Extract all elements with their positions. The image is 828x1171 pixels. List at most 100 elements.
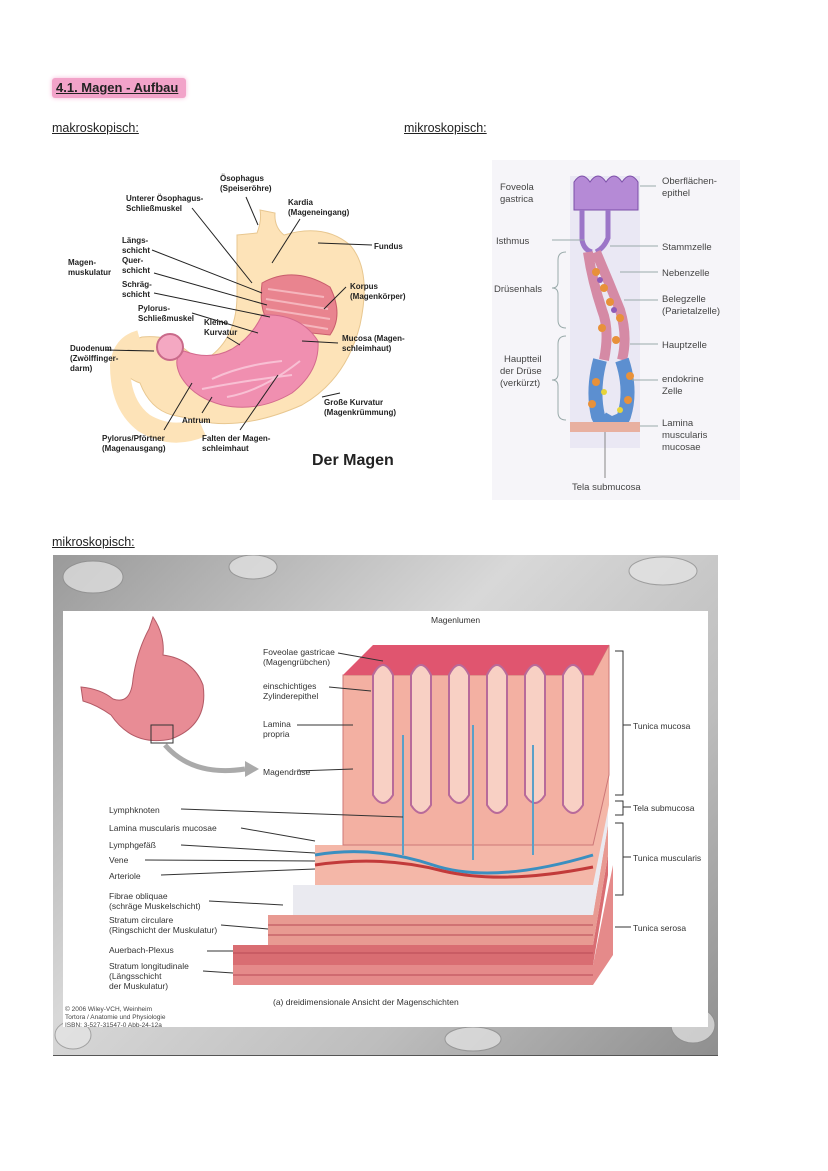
label-laengsschicht-1: Längs-	[122, 236, 149, 245]
label-tela-submucosa: Tela submucosa	[572, 482, 641, 493]
label-mikroskopisch-bottom: mikroskopisch:	[52, 535, 135, 549]
stomach-macro-figure: Ösophagus (Speiseröhre) Unterer Ösophagu…	[62, 165, 422, 480]
label-endokrine-2: Zelle	[662, 386, 683, 397]
label-pylorus-schliessmuskel-1: Pylorus-	[138, 304, 170, 313]
label-magendruese: Magendrüse	[263, 767, 311, 777]
gland-neck-cells	[583, 250, 630, 362]
leader-lines	[105, 196, 373, 431]
right-brackets	[615, 650, 631, 928]
label-hauptzelle: Hauptzelle	[662, 340, 707, 351]
label-kardia: Kardia	[288, 198, 313, 207]
label-hauptteil-2: der Drüse	[500, 366, 542, 377]
stomach-macro-svg: Ösophagus (Speiseröhre) Unterer Ösophagu…	[68, 174, 406, 469]
label-foveolae-1: Foveolae gastricae	[263, 647, 335, 657]
stomach-wall-3d-svg: Magenlumen Foveolae gastricae (Magengrüb…	[54, 555, 716, 1052]
label-stratum-longitudinale-2: (Längsschicht	[109, 971, 162, 981]
label-hauptteil-3: (verkürzt)	[500, 378, 540, 389]
label-grosse-kurvatur-1: Große Kurvatur	[324, 398, 383, 407]
label-duodenum-2: (Zwölffinger-	[70, 354, 119, 363]
label-sphincter-2: Schließmuskel	[126, 204, 182, 213]
label-einschichtiges-1: einschichtiges	[263, 681, 316, 691]
label-stratum-circulare-1: Stratum circulare	[109, 915, 174, 925]
label-lymphgefaess: Lymphgefäß	[109, 840, 156, 850]
zoom-box	[150, 724, 174, 744]
label-falten-2: schleimhaut	[202, 444, 249, 453]
label-duodenum-3: darm)	[70, 364, 93, 373]
label-magenmuskulatur-1: Magen-	[68, 258, 96, 267]
blood-vessels	[314, 725, 594, 879]
label-oberflaechen-2: epithel	[662, 188, 690, 199]
label-lamina-muscularis-mucosae: Lamina muscularis mucosae	[109, 823, 217, 833]
label-oesophagus-sub: (Speiseröhre)	[220, 184, 272, 193]
label-tunica-muscularis: Tunica muscularis	[633, 853, 701, 863]
label-mucosa-2: schleimhaut)	[342, 344, 392, 353]
label-foveola-1: Foveola	[500, 182, 535, 193]
label-makroskopisch: makroskopisch:	[52, 121, 139, 135]
label-druesenhals: Drüsenhals	[494, 284, 542, 295]
label-magenlumen: Magenlumen	[431, 615, 480, 625]
small-stomach-shape	[80, 615, 205, 742]
pylorus-ring	[156, 333, 184, 361]
layer-mucosa-base	[315, 775, 609, 885]
label-laengsschicht-2: schicht	[122, 246, 150, 255]
label-falten-1: Falten der Magen-	[202, 434, 271, 443]
layer-circular-front	[233, 855, 608, 965]
gland-body-cells	[588, 357, 635, 430]
label-korpus-sub: (Magenkörper)	[350, 292, 406, 301]
label-stratum-longitudinale-3: der Muskulatur)	[109, 981, 168, 991]
section-heading: 4.1. Magen - Aufbau	[52, 78, 187, 98]
label-schraegschicht-2: schicht	[122, 290, 150, 299]
left-leader-lines-3d	[144, 652, 404, 974]
label-sphincter-1: Unterer Ösophagus-	[126, 194, 204, 203]
gastric-gland-svg: Foveola gastrica Isthmus Drüsenhals Haup…	[494, 175, 720, 493]
label-lamina-propria-1: Lamina	[263, 719, 291, 729]
label-einschichtiges-2: Zylinderepithel	[263, 691, 318, 701]
mucosa-folds	[201, 360, 301, 398]
label-kleine-kurvatur-2: Kurvatur	[204, 328, 237, 337]
left-brackets	[551, 239, 584, 421]
duodenum-shape	[109, 330, 206, 443]
label-pylorus-pfoertner-1: Pylorus/Pförtner	[102, 434, 165, 443]
label-korpus: Korpus	[350, 282, 379, 291]
label-pylorus-schliessmuskel-2: Schließmuskel	[138, 314, 194, 323]
label-belegzelle-2: (Parietalzelle)	[662, 306, 720, 317]
zoom-arrow-head	[245, 761, 259, 777]
label-lamina-propria-2: propria	[263, 729, 290, 739]
label-fibrae-1: Fibrae obliquae	[109, 891, 168, 901]
stomach-wall-3d-figure: Magenlumen Foveolae gastricae (Magengrüb…	[53, 555, 718, 1056]
label-stratum-longitudinale-1: Stratum longitudinale	[109, 961, 189, 971]
label-mucosa-1: Mucosa (Magen-	[342, 334, 405, 343]
label-antrum: Antrum	[182, 416, 210, 425]
label-vene: Vene	[109, 855, 129, 865]
lamina-muscularis-band	[570, 422, 640, 432]
label-tunica-serosa: Tunica serosa	[633, 923, 686, 933]
mucosa-top-surface	[343, 645, 609, 675]
copyright-line-1: © 2006 Wiley-VCH, Weinheim	[65, 1005, 152, 1013]
label-stammzelle: Stammzelle	[662, 242, 712, 253]
surface-epithelium	[573, 175, 639, 211]
gastric-gland-figure: Foveola gastrica Isthmus Drüsenhals Haup…	[492, 160, 740, 500]
label-arteriole: Arteriole	[109, 871, 141, 881]
label-kardia-sub: (Mageneingang)	[288, 208, 350, 217]
label-foveolae-2: (Magengrübchen)	[263, 657, 330, 667]
label-grosse-kurvatur-2: (Magenkrümmung)	[324, 408, 396, 417]
label-fundus: Fundus	[374, 242, 403, 251]
layer-longitudinal-front	[233, 865, 613, 985]
label-lymphknoten: Lymphknoten	[109, 805, 160, 815]
label-tunica-mucosa: Tunica mucosa	[633, 721, 691, 731]
muscle-stripes	[265, 288, 331, 330]
label-querschicht-2: schicht	[122, 266, 150, 275]
right-leader-lines	[610, 185, 658, 427]
section-heading-text: 4.1. Magen - Aufbau	[56, 80, 179, 95]
copyright-line-2: Tortora / Anatomie und Physiologie	[65, 1014, 166, 1021]
label-belegzelle-1: Belegzelle	[662, 294, 706, 305]
fig1-title: Der Magen	[312, 452, 394, 469]
label-mikroskopisch-right: mikroskopisch:	[404, 121, 487, 135]
zoom-arrow	[163, 743, 246, 774]
figure-caption: (a) dreidimensionale Ansicht der Magensc…	[273, 997, 459, 1007]
label-auerbach: Auerbach-Plexus	[109, 945, 174, 955]
label-hauptteil-1: Hauptteil	[504, 354, 542, 365]
label-lamina-1: Lamina	[662, 418, 694, 429]
mucosa-shape	[176, 314, 319, 408]
label-magenmuskulatur-2: muskulatur	[68, 268, 111, 277]
